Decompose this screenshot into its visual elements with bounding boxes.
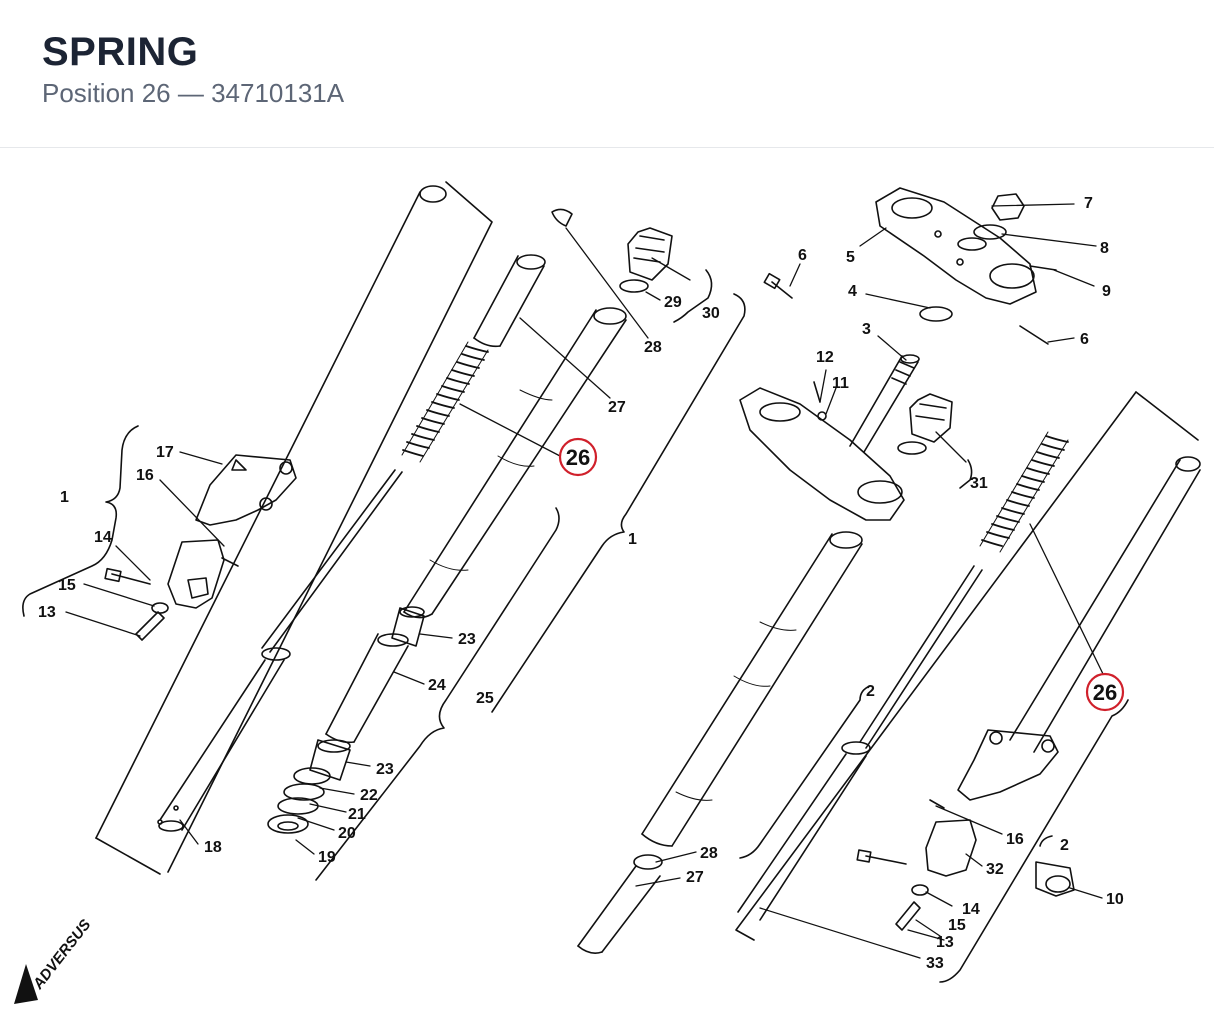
right-damper-rod <box>737 565 983 921</box>
right-inner-tube <box>577 531 863 954</box>
steering-stem <box>849 354 920 453</box>
right-fork-outer-tube <box>735 391 1201 941</box>
label-25: 25 <box>476 690 494 707</box>
label-6: 6 <box>1080 331 1089 348</box>
left-bushings <box>309 606 425 781</box>
label-2: 2 <box>1060 837 1069 854</box>
label-15: 15 <box>58 577 76 594</box>
label-24: 24 <box>428 677 446 694</box>
label-28: 28 <box>644 339 662 356</box>
label-3: 3 <box>862 321 871 338</box>
label-18: 18 <box>204 839 222 856</box>
exploded-diagram: 1 1 2 2 3 4 5 6 6 7 8 9 10 11 12 13 13 1… <box>0 148 1214 1025</box>
leader-lines <box>65 203 1105 959</box>
left-spacer-tube <box>473 254 546 348</box>
left-seals <box>267 767 331 834</box>
label-20: 20 <box>338 825 356 842</box>
label-12: 12 <box>816 349 834 366</box>
label-4: 4 <box>848 283 857 300</box>
label-23: 23 <box>376 761 394 778</box>
label-8: 8 <box>1100 240 1109 257</box>
label-13: 13 <box>936 934 954 951</box>
brand-logo: ADVERSUS <box>14 916 94 1004</box>
label-26-highlight: 26 <box>566 445 590 470</box>
label-30: 30 <box>702 305 720 322</box>
right-spring <box>979 431 1069 553</box>
label-7: 7 <box>1084 195 1093 212</box>
steering-nut-washer <box>973 193 1057 345</box>
label-16: 16 <box>1006 831 1024 848</box>
label-28: 28 <box>700 845 718 862</box>
right-bolts <box>856 799 945 931</box>
page-title: SPRING <box>42 30 199 74</box>
right-cap-assembly <box>897 393 953 455</box>
highlight-circle-26 <box>558 437 598 477</box>
left-brackets <box>22 269 746 881</box>
fork-diagram-svg: 1 1 2 2 3 4 5 6 6 7 8 9 10 11 12 13 13 1… <box>14 181 1201 1004</box>
label-5: 5 <box>846 249 855 266</box>
left-spring <box>401 341 489 463</box>
label-27: 27 <box>608 399 626 416</box>
label-33: 33 <box>926 955 944 972</box>
label-32: 32 <box>986 861 1004 878</box>
label-6: 6 <box>798 247 807 264</box>
label-14: 14 <box>962 901 980 918</box>
label-1: 1 <box>628 531 637 548</box>
label-22: 22 <box>360 787 378 804</box>
label-11: 11 <box>832 375 849 392</box>
label-14: 14 <box>94 529 112 546</box>
brand-wordmark: ADVERSUS <box>29 916 94 993</box>
left-inner-tube <box>403 307 627 619</box>
label-10: 10 <box>1106 891 1124 908</box>
right-caliper-mount <box>925 729 1075 897</box>
label-19: 19 <box>318 849 336 866</box>
label-13: 13 <box>38 604 56 621</box>
label-1: 1 <box>60 489 69 506</box>
part-subtitle: Position 26 — 34710131A <box>42 78 345 108</box>
label-15: 15 <box>948 917 966 934</box>
left-damper-rod <box>157 469 403 832</box>
lower-triple-clamp <box>739 387 905 521</box>
label-9: 9 <box>1102 283 1111 300</box>
right-brackets <box>739 459 1129 983</box>
label-17: 17 <box>156 444 174 461</box>
left-fork-outer-tube <box>95 181 493 875</box>
label-23: 23 <box>458 631 476 648</box>
label-31: 31 <box>970 475 988 492</box>
label-2: 2 <box>866 683 875 700</box>
left-cap-assembly <box>551 208 673 293</box>
left-fork-caliper-mount <box>167 454 297 609</box>
label-21: 21 <box>348 806 366 823</box>
label-26-highlight: 26 <box>1093 680 1117 705</box>
part-labels: 1 1 2 2 3 4 5 6 6 7 8 9 10 11 12 13 13 1… <box>38 195 1124 972</box>
steering-small-parts <box>763 272 953 421</box>
left-bolts <box>104 557 239 641</box>
label-16: 16 <box>136 467 154 484</box>
highlight-circle-26 <box>1085 672 1125 712</box>
label-29: 29 <box>664 294 682 311</box>
highlight-markers: 26 26 <box>558 437 1125 712</box>
upper-triple-clamp <box>875 187 1037 305</box>
label-27: 27 <box>686 869 704 886</box>
page-header: SPRING Position 26 — 34710131A <box>0 0 1214 148</box>
